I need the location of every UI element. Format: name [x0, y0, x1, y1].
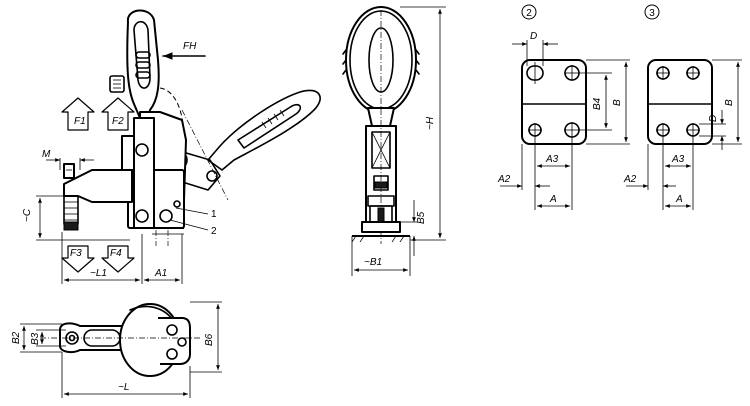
a1-label: A1 — [154, 268, 167, 279]
v2-d-label: D — [530, 31, 537, 42]
v3-a3-label: A3 — [671, 154, 685, 165]
f1-arrow-outline — [61, 97, 95, 131]
v3-a2-label: A2 — [623, 174, 637, 185]
v2-a2-label: A2 — [497, 174, 511, 185]
f1-label: F1 — [74, 116, 86, 127]
b6-label: B6 — [204, 333, 215, 346]
l-label: ~L — [118, 382, 129, 393]
b1-label: ~B1 — [364, 257, 382, 268]
c-label: ~C — [22, 208, 33, 222]
variant-2-base-plate: 2 D B4 B A3 — [497, 4, 630, 210]
clamping-arm — [63, 163, 133, 231]
v2-a3-label: A3 — [545, 154, 559, 165]
f3-arrow — [61, 245, 95, 273]
h-label: ~H — [425, 116, 436, 130]
callout-1: 1 — [211, 209, 217, 220]
b3-label: B3 — [30, 332, 41, 345]
f4-arrow — [101, 245, 135, 273]
side-view: FH F1 F2 — [22, 9, 321, 284]
stop-screw — [109, 75, 125, 93]
v2-b-label: B — [612, 99, 623, 106]
f2-arrow — [101, 97, 135, 131]
v3-d-label: D — [708, 115, 719, 122]
f3-label: F3 — [70, 248, 82, 259]
m-label: M — [42, 149, 51, 160]
f4-label: F4 — [110, 248, 122, 259]
variant-3-marker: 3 — [649, 8, 655, 19]
clamp-body — [121, 111, 187, 246]
handle-open-ghost — [159, 87, 321, 201]
callout-2: 2 — [211, 226, 217, 237]
b5-label: B5 — [416, 211, 427, 224]
v2-b4-label: B4 — [592, 97, 603, 110]
l1-label: ~L1 — [90, 268, 107, 279]
v3-b-label: B — [724, 99, 735, 106]
variant-3-base-plate: 3 B D A3 A2 A — [623, 4, 742, 210]
f2-label: F2 — [112, 116, 124, 127]
front-view: ~H B5 ~B1 — [342, 6, 446, 276]
v3-a-label: A — [675, 194, 683, 205]
b2-label: B2 — [11, 331, 22, 344]
handle-closed — [126, 9, 160, 119]
fh-label: FH — [183, 41, 197, 52]
top-view: B2 B3 B6 ~L — [11, 301, 222, 398]
variant-2-marker: 2 — [526, 8, 532, 19]
v2-a-label: A — [549, 194, 557, 205]
